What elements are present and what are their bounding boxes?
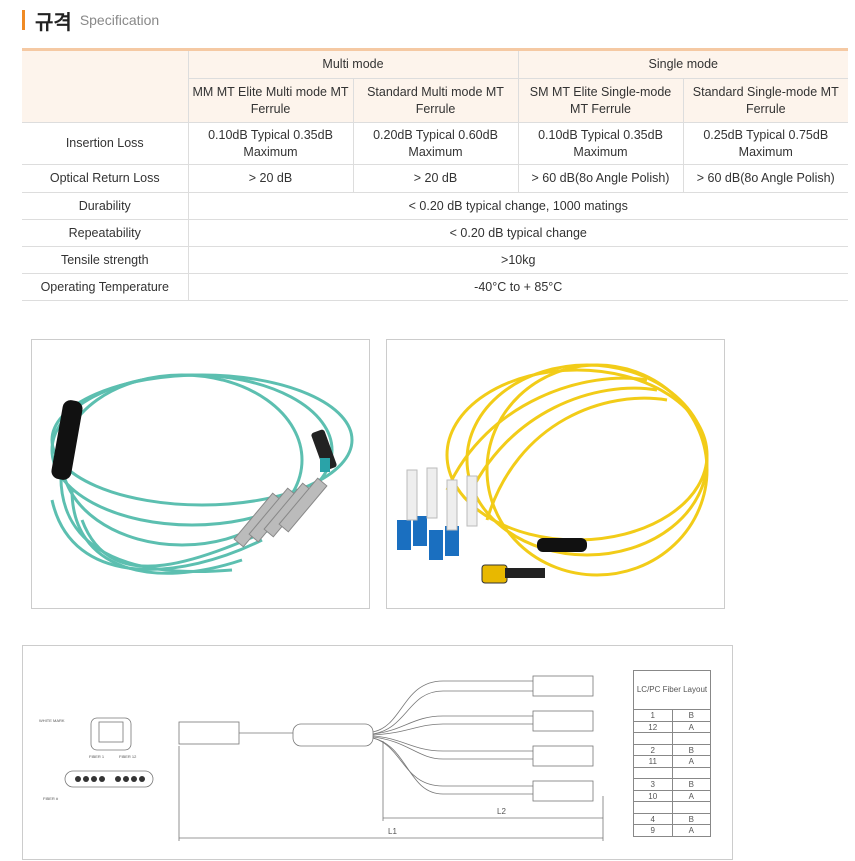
cell: 0.20dB Typical 0.60dB Maximum — [353, 122, 519, 165]
layout-row: 11 A — [634, 755, 710, 767]
layout-gap — [634, 732, 710, 744]
cell: > 60 dB(8o Angle Polish) — [518, 164, 684, 193]
fiber-side: A — [671, 756, 711, 767]
fiber-num: 2 — [650, 745, 655, 755]
table-row: Durability < 0.20 dB typical change, 100… — [22, 192, 848, 220]
fiber-num: 11 — [648, 757, 657, 766]
row-label: Optical Return Loss — [22, 164, 189, 193]
layout-title: LC/PC Fiber Layout — [636, 685, 708, 694]
row-label: Operating Temperature — [22, 273, 189, 301]
row-label: Repeatability — [22, 219, 189, 247]
fiber-num: 4 — [650, 814, 655, 824]
table-row: Insertion Loss 0.10dB Typical 0.35dB Max… — [22, 122, 848, 165]
fanout-schematic: L2 L1 — [64, 675, 604, 841]
multimode-cable-photo — [31, 339, 370, 609]
fiber-side: B — [671, 744, 711, 755]
fiber12-label: FIBER 12 — [119, 754, 137, 759]
corner-cell — [22, 48, 189, 123]
l2-label: L2 — [497, 807, 506, 816]
fiber-side: A — [671, 825, 711, 836]
title-english: Specification — [79, 12, 160, 28]
table-row: Operating Temperature -40°C to + 85°C — [22, 273, 848, 301]
col-header: Standard Single-mode MT Ferrule — [683, 78, 848, 123]
cell: < 0.20 dB typical change — [188, 219, 848, 247]
yellow-fanout-cable-image — [397, 363, 709, 584]
cell: 0.10dB Typical 0.35dB Maximum — [518, 122, 684, 165]
layout-gap — [634, 766, 710, 778]
cell: -40°C to + 85°C — [188, 273, 848, 301]
col-header: SM MT Elite Single-mode MT Ferrule — [518, 78, 684, 123]
l1-label: L1 — [388, 827, 397, 836]
row-label: Tensile strength — [22, 246, 189, 274]
fiber-side: A — [671, 790, 711, 801]
table-row: Repeatability < 0.20 dB typical change — [22, 219, 848, 247]
fiber-num: 3 — [650, 780, 655, 789]
fiber-number-label: FIBER # — [43, 796, 59, 801]
row-label: Durability — [22, 192, 189, 220]
col-header: MM MT Elite Multi mode MT Ferrule — [188, 78, 354, 123]
layout-row: 10 A — [634, 789, 711, 801]
fiber-side: B — [671, 710, 711, 721]
cell: < 0.20 dB typical change, 1000 matings — [188, 192, 848, 220]
fiber-num: 10 — [648, 791, 658, 801]
fiber-side: A — [671, 721, 711, 732]
layout-gap — [634, 801, 710, 813]
row-label: Insertion Loss — [22, 122, 189, 165]
cell: >10kg — [188, 246, 848, 274]
accent-bar — [22, 10, 25, 30]
singlemode-cable-photo — [386, 339, 725, 609]
table-row: Tensile strength >10kg — [22, 246, 848, 274]
title-korean: 규격 — [35, 11, 72, 34]
fiber-num: 1 — [650, 711, 655, 720]
cell: > 20 dB — [353, 164, 519, 193]
section-title: 규격 Specification — [22, 9, 160, 34]
col-header: Standard Multi mode MT Ferrule — [353, 78, 519, 123]
white-mark-label: WHITE MARK — [39, 718, 65, 723]
cell: > 20 dB — [188, 164, 354, 193]
layout-row: 12 A — [634, 720, 711, 732]
fiber-side: B — [671, 813, 711, 824]
aqua-fanout-cable-image — [50, 373, 354, 575]
group-single-mode: Single mode — [518, 48, 848, 79]
cell: 0.25dB Typical 0.75dB Maximum — [683, 122, 848, 165]
fiber-side: B — [671, 779, 711, 790]
cable-drawing: L2 L1 WHITE MARK FIBER 1 FIBER 12 FIBER … — [22, 645, 733, 860]
cell: 0.10dB Typical 0.35dB Maximum — [188, 122, 354, 165]
fiber1-label: FIBER 1 — [89, 754, 105, 759]
table-row: Optical Return Loss > 20 dB > 20 dB > 60… — [22, 164, 848, 193]
group-multi-mode: Multi mode — [188, 48, 519, 79]
spec-table: Multi mode Single mode MM MT Elite Multi… — [22, 48, 848, 301]
fiber-num: 9 — [650, 826, 655, 835]
cell: > 60 dB(8o Angle Polish) — [683, 164, 848, 193]
fiber-num: 12 — [648, 722, 658, 732]
